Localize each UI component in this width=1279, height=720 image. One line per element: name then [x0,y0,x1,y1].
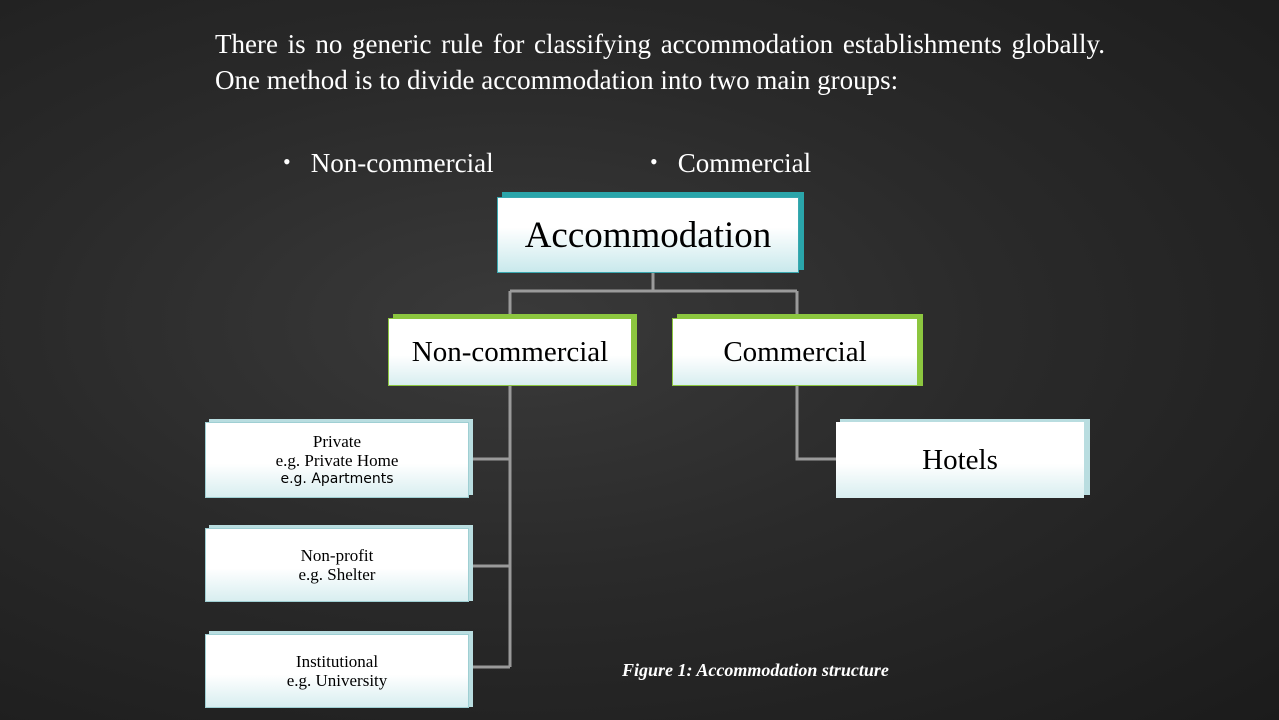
node-example: e.g. Apartments [280,470,394,487]
node-title: Private [312,431,362,451]
node-private: Private e.g. Private Home e.g. Apartment… [205,422,469,498]
bullet-icon: • [650,149,658,174]
node-title: Non-profit [300,546,374,565]
node-commercial: Commercial [672,318,918,386]
connector-non-commercial [469,386,512,669]
node-example: e.g. University [286,671,388,690]
node-example: e.g. Private Home [275,450,399,470]
bullet-icon: • [283,149,291,174]
node-label: Hotels [922,443,998,476]
node-label: Commercial [723,335,867,368]
connector-root [508,273,799,318]
bullet-label: Non-commercial [310,148,494,178]
node-hotels: Hotels [836,422,1084,498]
node-non-commercial: Non-commercial [388,318,632,386]
root-node-label: Accommodation [524,214,772,256]
intro-paragraph: There is no generic rule for classifying… [215,29,1105,95]
node-non-profit: Non-profit e.g. Shelter [205,528,469,602]
figure-caption: Figure 1: Accommodation structure [622,660,889,680]
node-label: Non-commercial [411,335,609,368]
connector-commercial [795,386,836,461]
bullet-commercial: • Commercial [650,148,811,179]
node-example: e.g. Shelter [298,565,376,584]
node-institutional: Institutional e.g. University [205,634,469,708]
bullet-non-commercial: • Non-commercial [283,148,494,179]
root-node-accommodation: Accommodation [497,197,799,273]
node-title: Institutional [295,652,379,671]
bullet-label: Commercial [677,148,812,178]
